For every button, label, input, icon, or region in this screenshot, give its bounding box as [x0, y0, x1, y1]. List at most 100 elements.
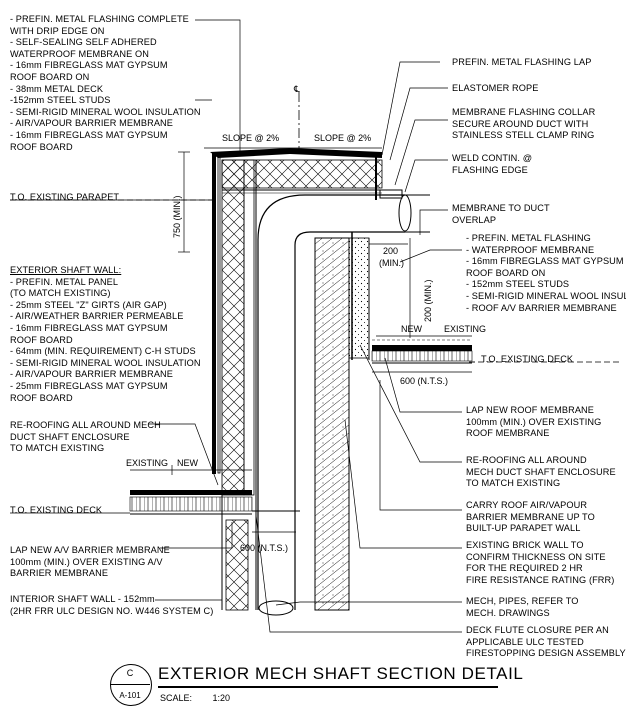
note-line: - SEMI-RIGID MINERAL WOOL INSUL.: [466, 290, 626, 301]
note-line: - SELF-SEALING SELF ADHERED: [10, 37, 157, 48]
roof-build-note: - PREFIN. METAL FLASHING - WATERPROOF ME…: [466, 233, 626, 314]
note-line: - 64mm (MIN. REQUIREMENT) C-H STUDS: [10, 346, 196, 357]
note-line: - AIR/WEATHER BARRIER PERMEABLE: [10, 311, 184, 322]
drawing-title: EXTERIOR MECH SHAFT SECTION DETAIL: [158, 664, 524, 683]
elastomer-note: ELASTOMER ROPE: [452, 83, 539, 95]
deck-left-label: T.O. EXISTING DECK: [10, 505, 102, 517]
note-line: PREFIN. METAL FLASHING LAP: [452, 57, 592, 67]
note-line: - PREFIN. METAL FLASHING COMPLETE: [10, 14, 189, 24]
note-line: BARRIER MEMBRANE UP TO: [466, 511, 595, 522]
overlap-v-dim: 200 (MIN.): [423, 279, 433, 322]
deck-left-text: T.O. EXISTING DECK: [10, 505, 103, 515]
note-line: - ROOF A/V BARRIER MEMBRANE: [466, 302, 617, 313]
reroof-right-note: RE-ROOFING ALL AROUND MECH DUCT SHAFT EN…: [466, 455, 616, 490]
note-line: 100mm (MIN.) OVER EXISTING: [466, 416, 602, 427]
lap-left-dim: 600 (N.T.S.): [240, 543, 289, 553]
note-line: WELD CONTIN. @: [452, 153, 533, 163]
shaft-wall-note: EXTERIOR SHAFT WALL: - PREFIN. METAL PAN…: [10, 265, 201, 404]
note-line: ROOF MEMBRANE: [466, 428, 550, 439]
lap-right-dim: 600 (N.T.S.): [400, 376, 449, 386]
overlap-h-min: (MIN.): [379, 258, 404, 268]
note-line: FIRESTOPPING DESIGN ASSEMBLY: [466, 648, 626, 659]
note-line: LAP NEW A/V BARRIER MEMBRANE: [10, 545, 170, 555]
lap-av-note: LAP NEW A/V BARRIER MEMBRANE 100mm (MIN.…: [10, 545, 170, 580]
note-line: - AIR/VAPOUR BARRIER MEMBRANE: [10, 369, 174, 380]
closure-note: DECK FLUTE CLOSURE PER AN APPLICABLE ULC…: [466, 625, 626, 660]
note-line: - 25mm STEEL "Z" GIRTS (AIR GAP): [10, 299, 167, 310]
note-line: FOR THE REQUIRED 2 HR: [466, 563, 583, 574]
note-line: (2HR FRR ULC DESIGN NO. W446 SYSTEM C): [10, 605, 214, 616]
detail-reference-bubble: [110, 664, 152, 706]
note-line: CARRY ROOF AIR/VAPOUR: [466, 500, 588, 510]
note-line: FLASHING EDGE: [452, 164, 528, 175]
note-line: - 25mm FIBREGLASS MAT GYPSUM: [10, 380, 168, 391]
duct-overlap-note: MEMBRANE TO DUCT OVERLAP: [452, 203, 550, 226]
note-line: - 16mm FIBREGLASS MAT GYPSUM: [10, 60, 168, 71]
note-line: 100mm (MIN.) OVER EXISTING A/V: [10, 556, 163, 567]
note-line: STAINLESS STELL CLAMP RING: [452, 130, 595, 141]
note-line: - 38mm METAL DECK: [10, 83, 104, 94]
note-line: WATERPROOF MEMBRANE ON: [10, 48, 149, 59]
note-line: ROOF BOARD: [10, 392, 73, 403]
exterior-shaft-wall: [212, 152, 257, 611]
note-line: - 152mm STEEL STUDS: [466, 279, 570, 290]
existing-right-label: EXISTING: [444, 324, 487, 334]
scale-label: SCALE:: [160, 693, 193, 703]
overlap-h-dim: 200: [383, 246, 399, 256]
centerline-mark: ℄: [294, 84, 300, 94]
note-line: -152mm STEEL STUDS: [10, 95, 111, 106]
scale-row: SCALE: 1:20: [160, 693, 230, 703]
note-line: - PREFIN. METAL FLASHING: [466, 233, 591, 243]
lap-roof-note: LAP NEW ROOF MEMBRANE 100mm (MIN.) OVER …: [466, 405, 601, 440]
note-line: - AIR/VAPOUR BARRIER MEMBRANE: [10, 118, 174, 129]
note-line: RE-ROOFING ALL AROUND MECH: [10, 420, 161, 430]
note-line: ROOF BOARD: [10, 141, 73, 152]
note-line: EXISTING BRICK WALL TO: [466, 540, 584, 550]
mech-note: MECH, PIPES, REFER TO MECH. DRAWINGS: [466, 596, 579, 619]
deck-right-label: T.O. EXISTING DECK: [481, 354, 573, 366]
note-line: EXTERIOR SHAFT WALL:: [10, 265, 122, 275]
note-line: DUCT SHAFT ENCLOSURE: [10, 431, 130, 442]
left-roof-deck: [129, 490, 300, 515]
note-line: CONFIRM THICKNESS ON SITE: [466, 551, 606, 562]
flashing-lap-note: PREFIN. METAL FLASHING LAP: [452, 57, 591, 69]
shaft-roof: [210, 148, 383, 200]
parapet-label: T.O. EXISTING PARAPET: [10, 192, 119, 204]
note-line: - 16mm FIBREGLASS MAT GYPSUM: [10, 322, 168, 333]
title-underline: [158, 686, 498, 688]
carry-note: CARRY ROOF AIR/VAPOUR BARRIER MEMBRANE U…: [466, 500, 595, 535]
note-line: - PREFIN. METAL PANEL: [10, 276, 119, 287]
note-line: TO MATCH EXISTING: [10, 443, 105, 454]
leader-lines: [10, 19, 475, 633]
reference-sheet: A-101: [119, 691, 141, 700]
new-right-label: NEW: [401, 324, 422, 334]
note-line: - WATERPROOF MEMBRANE: [466, 244, 595, 255]
note-line: MECH. DRAWINGS: [466, 607, 550, 618]
weld-note: WELD CONTIN. @ FLASHING EDGE: [452, 153, 532, 176]
slope-right-label: SLOPE @ 2%: [314, 133, 372, 143]
note-line: DECK FLUTE CLOSURE PER AN: [466, 625, 609, 635]
note-line: ROOF BOARD: [10, 334, 73, 345]
note-line: ELASTOMER ROPE: [452, 83, 539, 93]
right-roof-deck: [371, 339, 473, 364]
roof-assembly-note: - PREFIN. METAL FLASHING COMPLETE WITH D…: [10, 14, 201, 153]
note-line: FIRE RESISTANCE RATING (FRR): [466, 574, 615, 585]
reference-divider: [110, 684, 150, 685]
existing-brick-wall: [314, 232, 370, 611]
existing-left-label: EXISTING: [126, 458, 169, 468]
note-line: BUILT-UP PARAPET WALL: [466, 523, 581, 534]
note-line: - SEMI-RIGID MINERAL WOOL INSULATION: [10, 106, 201, 117]
parapet-height-dim: 750 (MIN.): [172, 195, 182, 238]
note-line: - 16mm FIBREGLASS MAT GYPSUM: [466, 256, 624, 267]
interior-wall-note: INTERIOR SHAFT WALL - 152mm (2HR FRR ULC…: [10, 594, 213, 617]
note-line: ROOF BOARD ON: [10, 71, 90, 82]
deck-right-text: T.O. EXISTING DECK: [481, 354, 574, 364]
note-line: ROOF BOARD ON: [466, 267, 546, 278]
reroof-left-note: RE-ROOFING ALL AROUND MECH DUCT SHAFT EN…: [10, 420, 161, 455]
slope-left-label: SLOPE @ 2%: [222, 133, 280, 143]
note-line: MEMBRANE TO DUCT: [452, 203, 550, 213]
brick-note: EXISTING BRICK WALL TO CONFIRM THICKNESS…: [466, 540, 614, 586]
note-line: - SEMI-RIGID MINERAL WOOL INSULATION: [10, 357, 201, 368]
note-line: INTERIOR SHAFT WALL - 152mm: [10, 594, 155, 604]
